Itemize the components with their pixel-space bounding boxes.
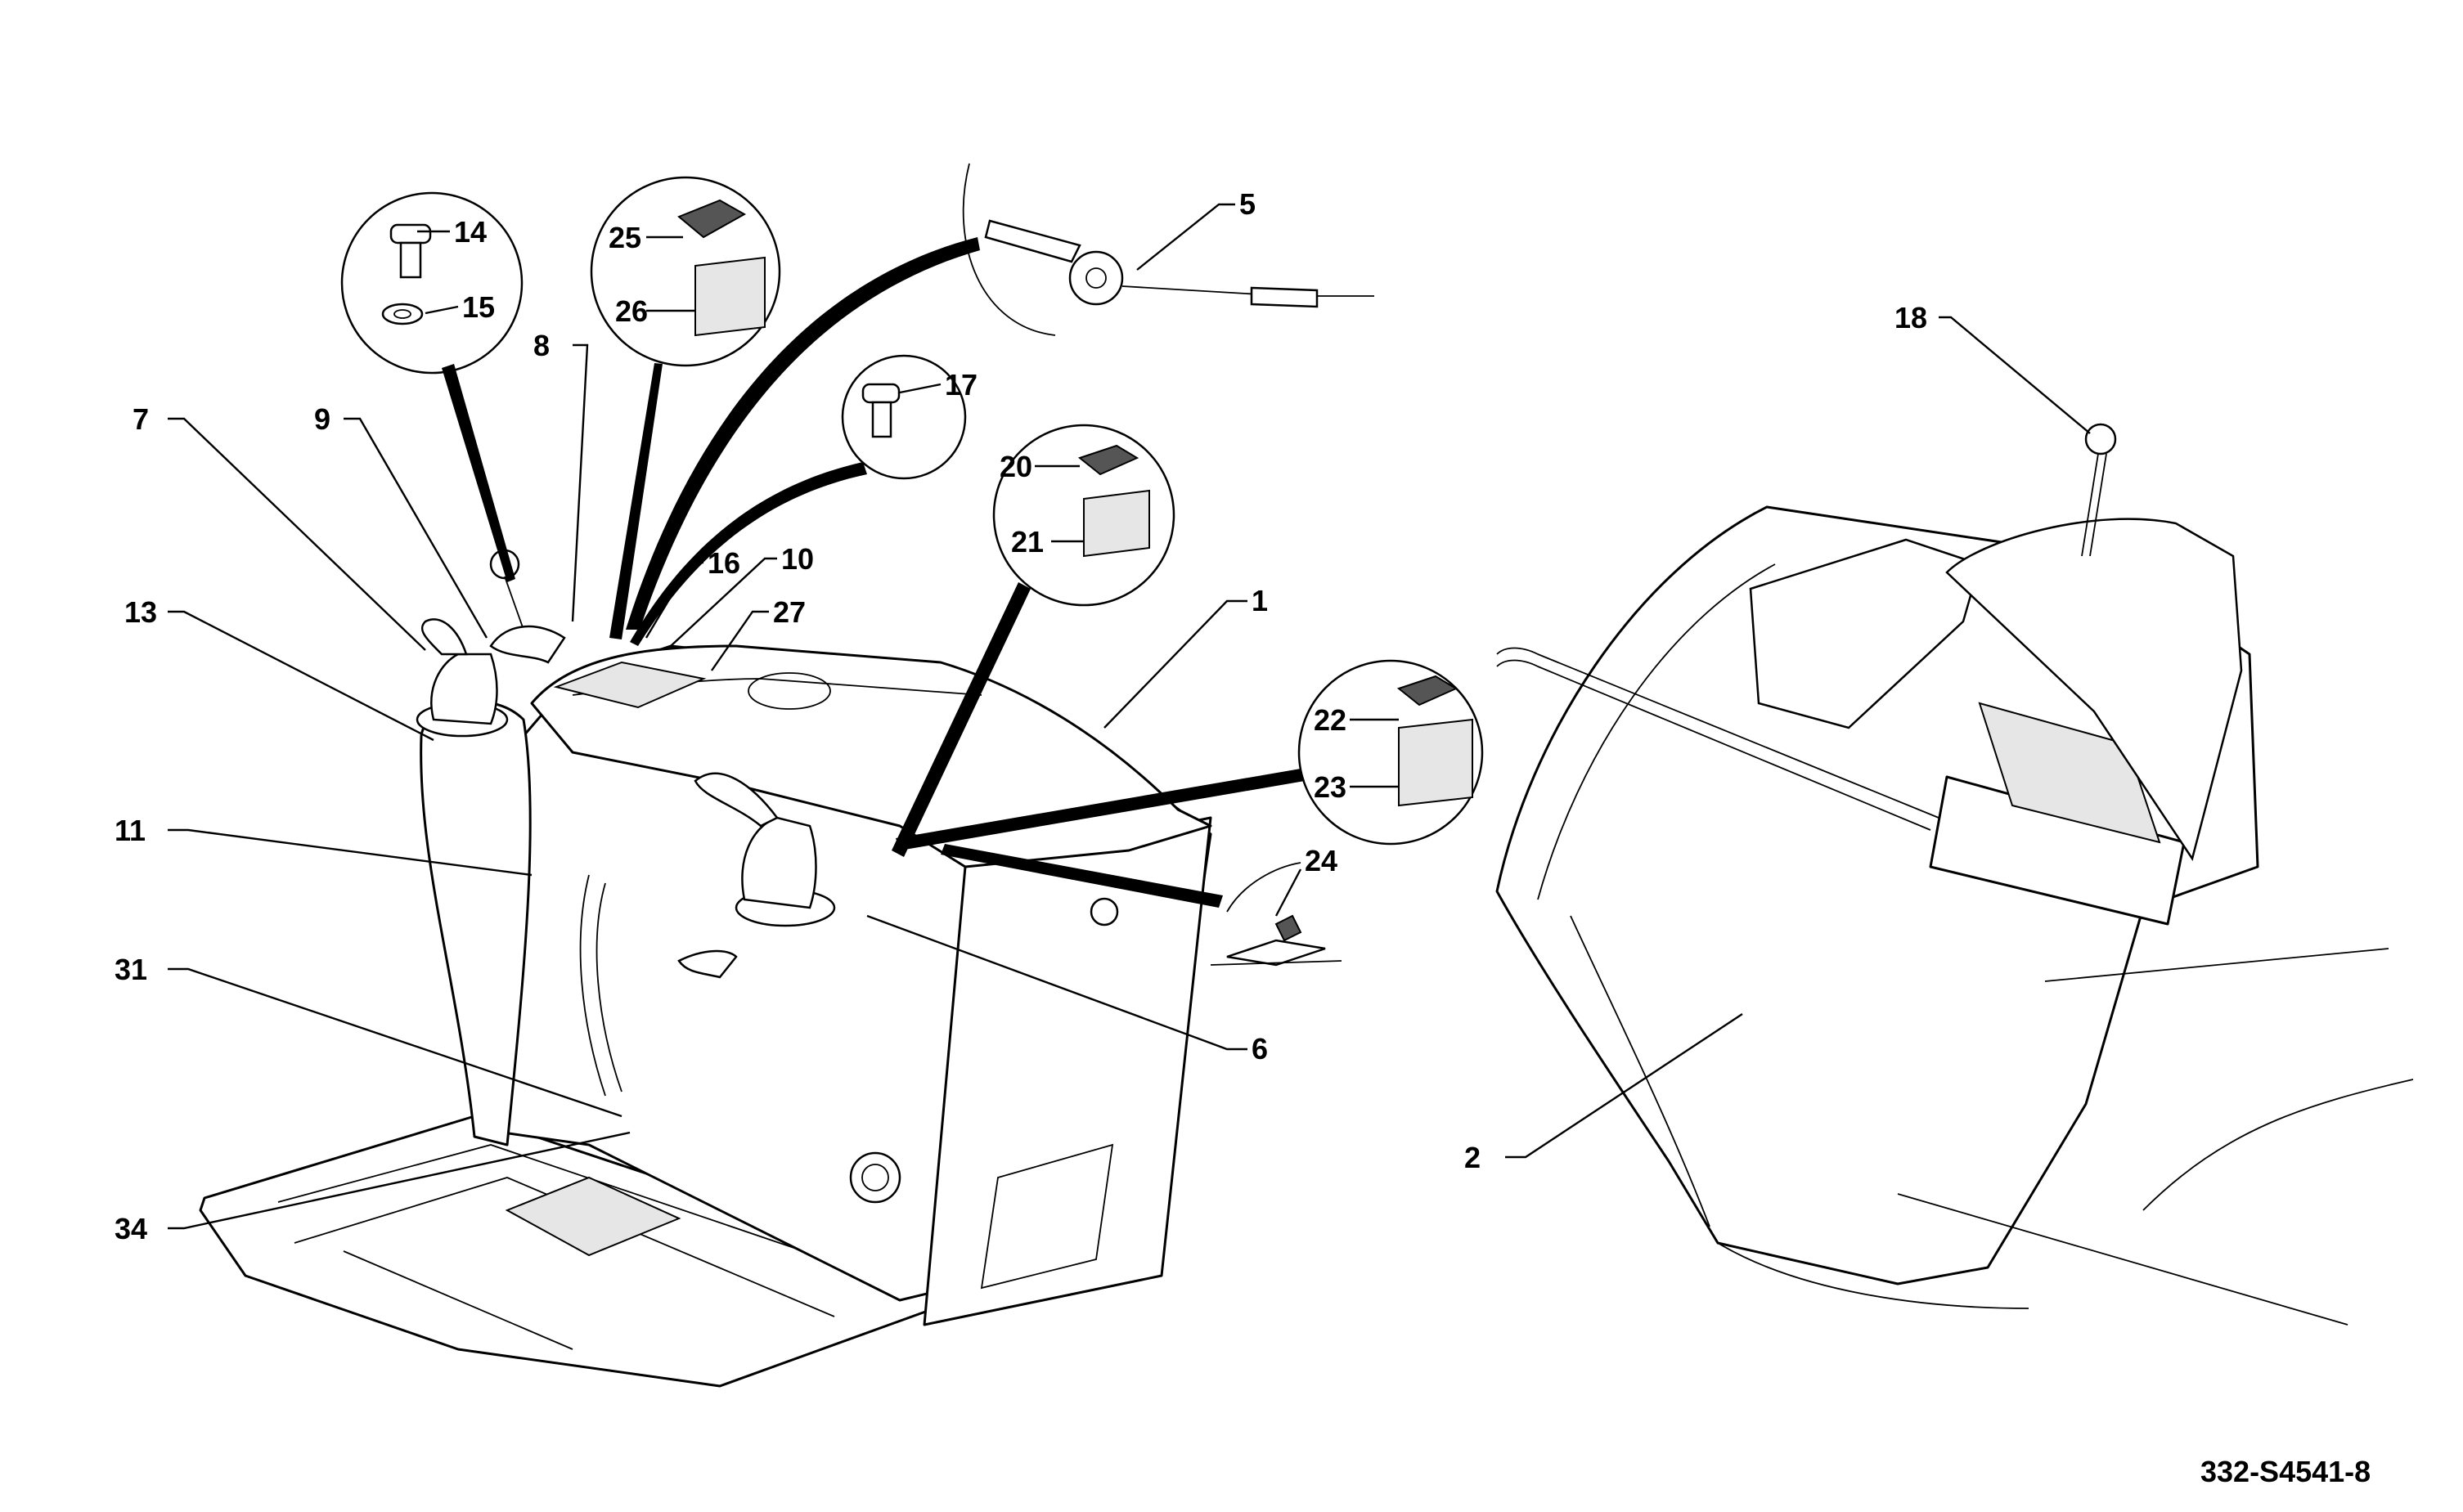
callout-20: 20 <box>1000 450 1032 483</box>
callout-2: 2 <box>1464 1141 1481 1174</box>
right-assembly <box>1495 423 2414 1326</box>
callout-22: 22 <box>1314 703 1346 737</box>
detail-bolt-washer <box>340 191 524 582</box>
callout-7: 7 <box>133 402 149 436</box>
callout-9: 9 <box>314 402 330 436</box>
detail-switch-21 <box>892 424 1175 857</box>
callout-10: 10 <box>781 542 814 576</box>
left-assembly <box>199 549 1212 1388</box>
callout-23: 23 <box>1314 770 1346 804</box>
right-joystick <box>694 772 836 927</box>
detail-switch-5 <box>626 163 1374 630</box>
left-joystick <box>416 618 509 738</box>
callout-16: 16 <box>708 546 740 580</box>
callout-25: 25 <box>609 221 641 254</box>
callout-6: 6 <box>1252 1032 1268 1066</box>
detail-switch-23 <box>896 659 1484 850</box>
detail-switch-26 <box>590 176 781 639</box>
callout-13: 13 <box>124 595 157 629</box>
grille <box>1978 702 2161 844</box>
callout-labels: 1 2 5 6 7 8 9 10 11 13 14 15 16 17 18 20… <box>115 187 1927 1245</box>
seat-back <box>1749 538 1981 729</box>
callout-15: 15 <box>462 290 495 324</box>
callout-17: 17 <box>945 368 978 402</box>
callout-18: 18 <box>1894 301 1927 334</box>
callout-14: 14 <box>454 215 487 249</box>
floor-mat <box>505 1176 681 1257</box>
callout-27: 27 <box>773 595 806 629</box>
callout-11: 11 <box>115 814 146 847</box>
callout-5: 5 <box>1239 187 1256 221</box>
callout-34: 34 <box>115 1212 147 1245</box>
leader-lines <box>168 203 2091 1230</box>
detail-view-24 <box>941 844 1342 967</box>
throttle-lever <box>489 549 566 664</box>
callout-24: 24 <box>1305 844 1337 877</box>
callout-1: 1 <box>1252 584 1268 617</box>
drawing-reference: 332-S4541-8 <box>2200 1455 2371 1488</box>
callout-31: 31 <box>115 953 147 986</box>
grab-bar <box>1496 647 1939 819</box>
callout-26: 26 <box>615 294 648 328</box>
left-control-pod <box>420 700 532 1146</box>
callout-8: 8 <box>533 329 550 362</box>
callout-21: 21 <box>1011 525 1044 559</box>
switch-panel <box>553 661 707 709</box>
